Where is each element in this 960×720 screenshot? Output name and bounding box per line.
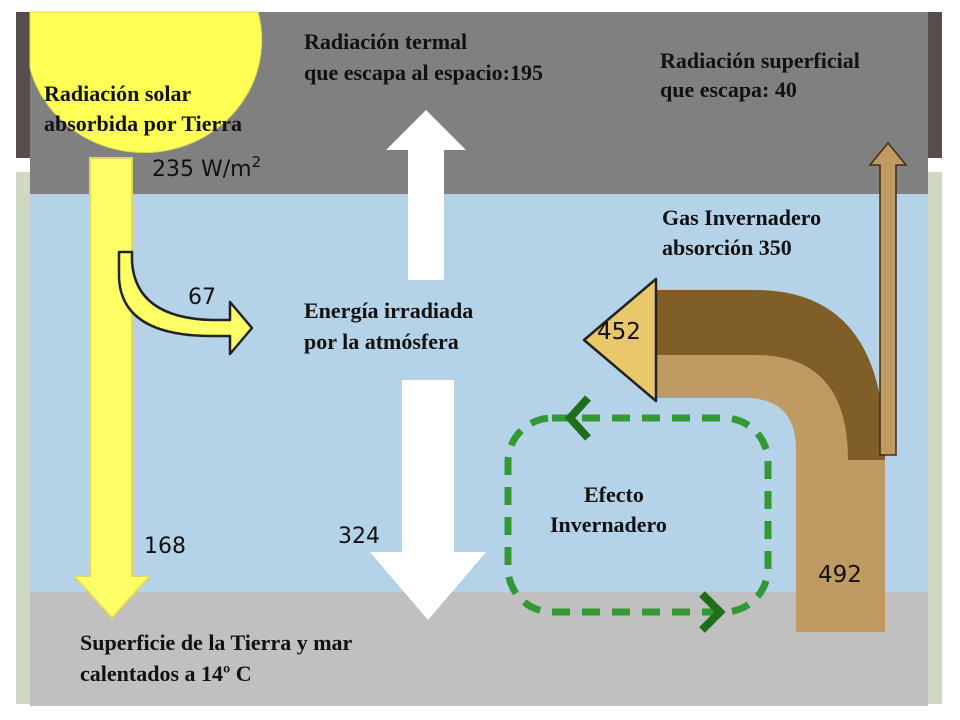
greenhouse-absorption-label-line2: absorción 350 bbox=[662, 235, 792, 260]
atmosphere-energy-label-line2: por la atmósfera bbox=[304, 329, 459, 354]
value-324: 324 bbox=[338, 524, 380, 549]
greenhouse-effect-label-line1: Efecto bbox=[584, 482, 644, 507]
atmosphere-outgoing-arrowhead bbox=[582, 277, 658, 403]
solar-absorbed-label-line2: absorbida por Tierra bbox=[44, 111, 242, 136]
back-radiation-arrow bbox=[370, 380, 486, 620]
surface-escape-label-line1: Radiación superficial bbox=[660, 48, 860, 73]
greenhouse-absorption-label-line1: Gas Invernadero bbox=[662, 205, 821, 230]
solar-absorbed-label-line1: Radiación solar bbox=[44, 81, 192, 106]
thermal-escape-label-line2: que escapa al espacio:195 bbox=[304, 60, 543, 85]
ground-layer bbox=[30, 592, 928, 706]
atmosphere-energy-label-line1: Energía irradiada bbox=[304, 298, 473, 323]
thermal-escape-label-line1: Radiación termal bbox=[304, 29, 467, 54]
loop-chevron-left-icon bbox=[564, 395, 591, 441]
thermal-escape-arrow bbox=[386, 110, 466, 280]
surface-emission-arrow-shade bbox=[650, 290, 885, 460]
loop-chevron-right-icon bbox=[699, 591, 726, 633]
surface-label-line2: calentados a 14º C bbox=[80, 661, 252, 686]
greenhouse-effect-label-line2: Invernadero bbox=[550, 512, 667, 537]
value-67: 67 bbox=[188, 285, 216, 310]
surface-escape-label-line2: que escapa: 40 bbox=[660, 77, 797, 102]
surface-escape-arrow bbox=[868, 141, 908, 456]
value-492: 492 bbox=[818, 562, 862, 588]
sun bbox=[29, 11, 263, 154]
solar-value: 235 W/m2 bbox=[152, 153, 261, 182]
solar-to-atmosphere-arrow bbox=[117, 250, 254, 356]
value-452: 452 bbox=[597, 319, 641, 345]
surface-label-line1: Superficie de la Tierra y mar bbox=[80, 630, 353, 655]
value-168: 168 bbox=[144, 534, 186, 559]
